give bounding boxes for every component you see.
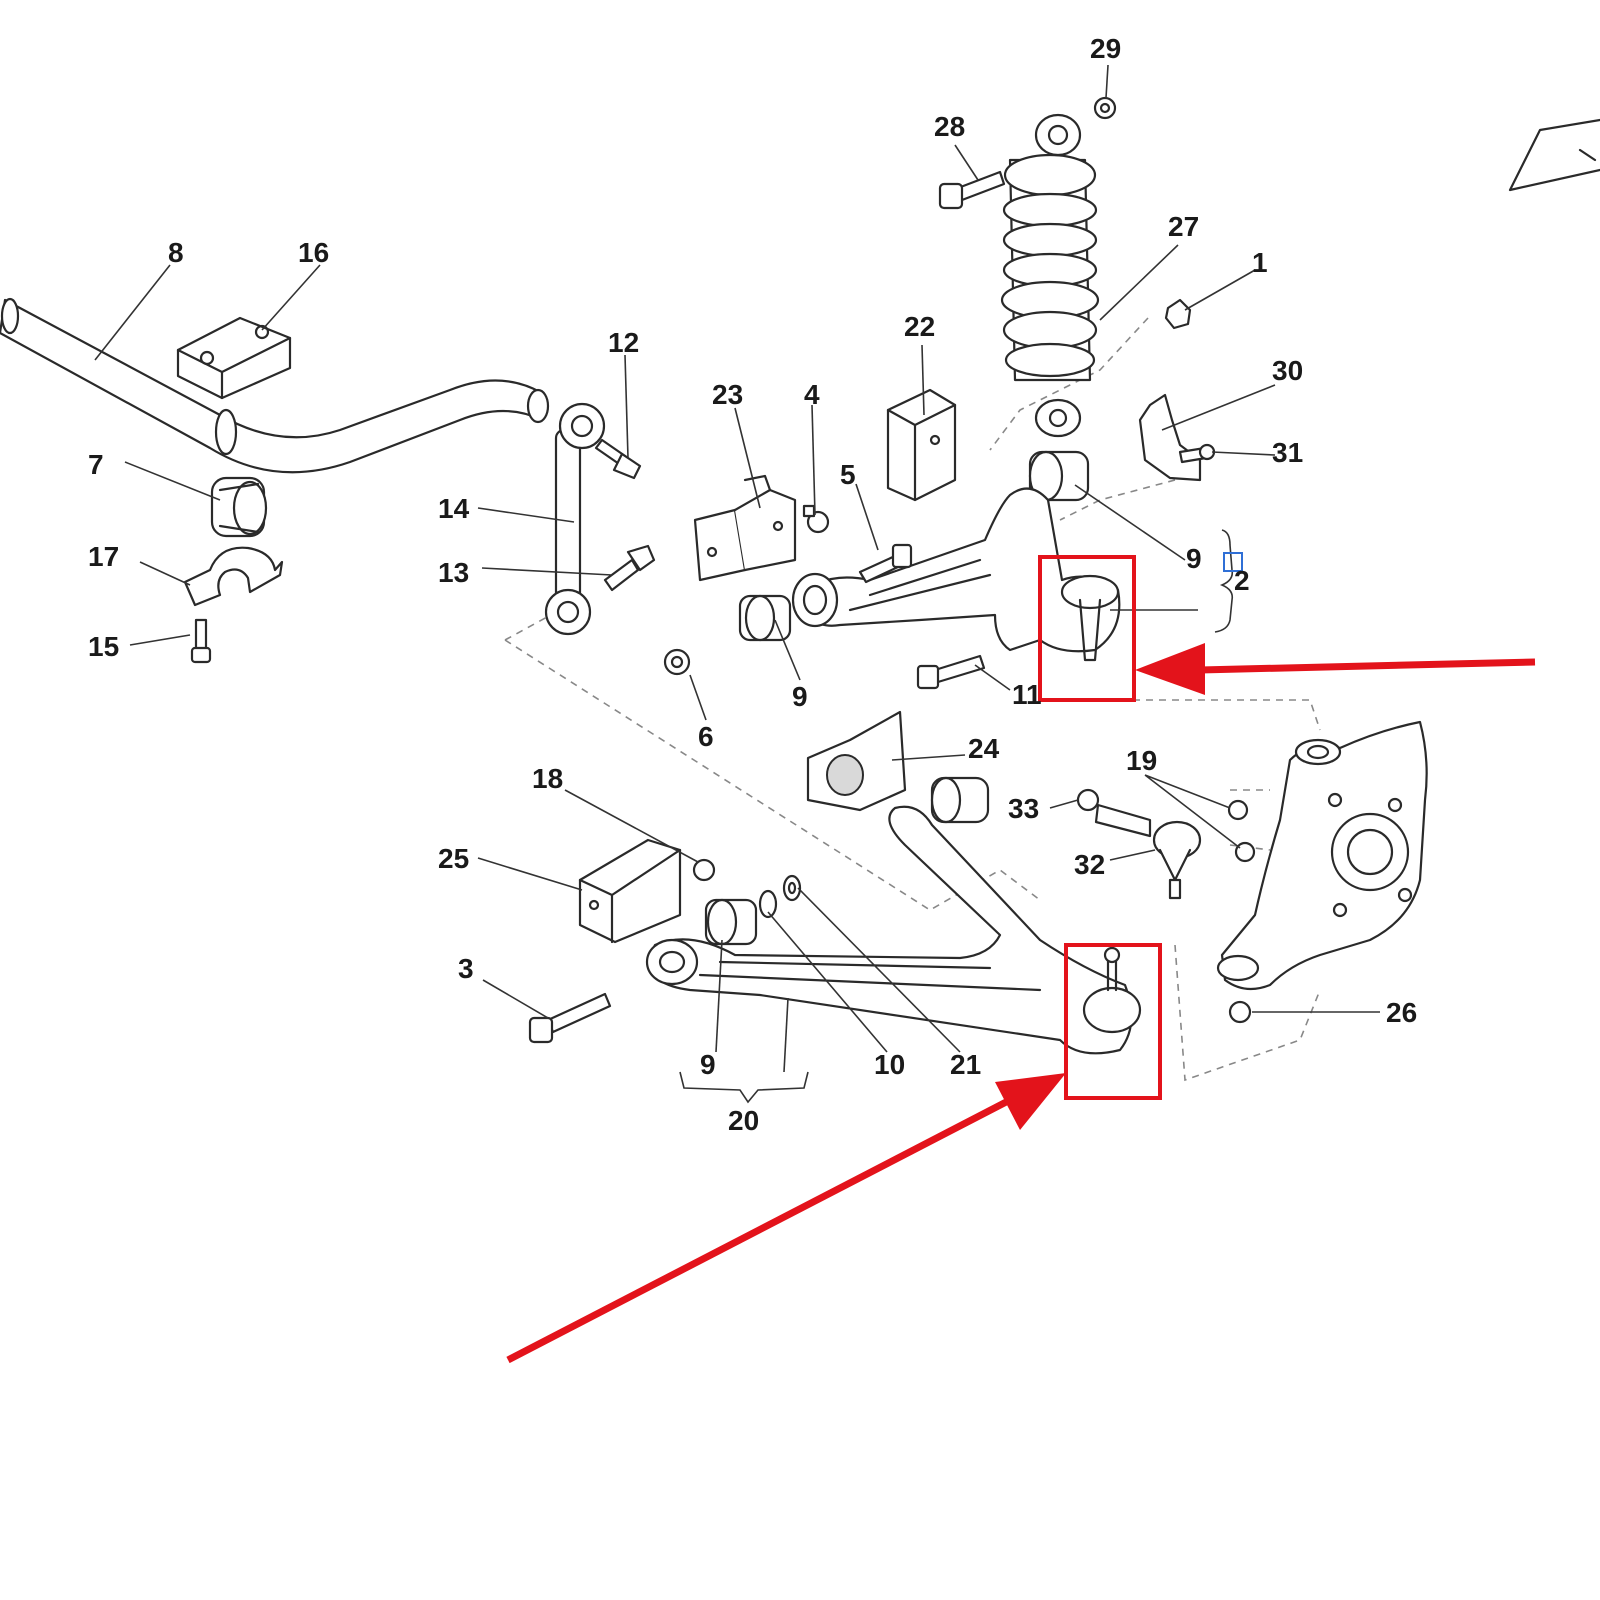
callout-27: 27 — [1168, 211, 1199, 242]
callout-23: 23 — [712, 379, 743, 410]
nuts-19 — [1227, 799, 1256, 863]
callout-33: 33 — [1008, 793, 1039, 824]
arrow-to-upper-ball-joint — [1135, 643, 1536, 695]
lower-control-arm — [645, 805, 1142, 1055]
callout-1: 1 — [1252, 247, 1268, 278]
washer-10 — [758, 889, 778, 919]
callout-9-lower: 9 — [700, 1049, 716, 1080]
stabilizer-bracket — [183, 546, 284, 607]
bolt-18 — [692, 858, 716, 882]
steering-knuckle — [1216, 720, 1428, 991]
washer-21 — [782, 874, 802, 902]
callout-21: 21 — [950, 1049, 981, 1080]
bolt-13 — [603, 544, 656, 592]
callout-3: 3 — [458, 953, 474, 984]
callout-15: 15 — [88, 631, 119, 662]
callout-8: 8 — [168, 237, 184, 268]
bolt-3 — [528, 992, 612, 1044]
leader-lines — [94, 64, 1380, 1073]
callout-16: 16 — [298, 237, 329, 268]
callout-14: 14 — [438, 493, 470, 524]
callout-25: 25 — [438, 843, 469, 874]
callout-22: 22 — [904, 311, 935, 342]
callout-26: 26 — [1386, 997, 1417, 1028]
group-bracket-20 — [679, 1071, 809, 1104]
stabilizer-bushing — [210, 476, 268, 538]
callout-30: 30 — [1272, 355, 1303, 386]
bushing-9-upper-rear — [1028, 450, 1090, 502]
callout-20: 20 — [728, 1105, 759, 1136]
bushing-9-upper-front — [738, 594, 792, 642]
bracket-23 — [693, 474, 797, 582]
stabilizer-bar — [0, 297, 550, 474]
callout-32: 32 — [1074, 849, 1105, 880]
callout-12: 12 — [608, 327, 639, 358]
bolt-15 — [190, 618, 212, 664]
blue-marker — [1223, 552, 1243, 572]
callout-labels: 1 2 3 4 5 6 7 8 9 9 9 10 11 12 13 14 15 … — [88, 33, 1417, 1136]
callout-18: 18 — [532, 763, 563, 794]
bolt-4 — [802, 504, 830, 534]
nut-33 — [1076, 788, 1100, 812]
callout-29: 29 — [1090, 33, 1121, 64]
stabilizer-clamp-upper — [176, 316, 292, 400]
highlight-lower-ball-joint — [1064, 943, 1162, 1100]
group-bracket-2 — [1214, 529, 1234, 633]
coilover-shock — [1000, 113, 1100, 438]
callout-6: 6 — [698, 721, 714, 752]
callout-2: 2 — [1234, 565, 1250, 596]
direction-arrow-partial — [1508, 118, 1600, 192]
washer-29 — [1093, 96, 1117, 120]
bracket-22 — [886, 388, 957, 502]
bolt-31 — [1178, 443, 1216, 464]
callout-24: 24 — [968, 733, 1000, 764]
bolt-11 — [916, 654, 986, 690]
callout-7: 7 — [88, 449, 104, 480]
callout-4: 4 — [804, 379, 820, 410]
bushing-9-lower-rear — [930, 776, 990, 824]
nut-6 — [663, 648, 691, 676]
callout-9-upper-front: 9 — [792, 681, 808, 712]
bolt-28 — [938, 170, 1006, 210]
bolt-12 — [594, 438, 642, 480]
nut-26 — [1228, 1000, 1252, 1024]
bushing-9-lower-front — [704, 898, 758, 946]
callout-11: 11 — [1012, 679, 1042, 710]
highlight-upper-ball-joint — [1038, 555, 1136, 702]
callout-5: 5 — [840, 459, 856, 490]
bracket-30 — [1138, 393, 1202, 482]
callout-13: 13 — [438, 557, 469, 588]
callout-9-upper-rear: 9 — [1186, 543, 1202, 574]
bracket-24 — [806, 710, 907, 812]
bracket-25 — [578, 838, 682, 944]
callout-17: 17 — [88, 541, 119, 572]
bolt-5 — [858, 543, 913, 584]
callout-28: 28 — [934, 111, 965, 142]
callout-19: 19 — [1126, 745, 1157, 776]
nut-1 — [1164, 298, 1192, 330]
callout-10: 10 — [874, 1049, 905, 1080]
tie-rod-end — [1094, 803, 1202, 900]
arrow-to-lower-ball-joint — [506, 1073, 1066, 1364]
callout-31: 31 — [1272, 437, 1303, 468]
